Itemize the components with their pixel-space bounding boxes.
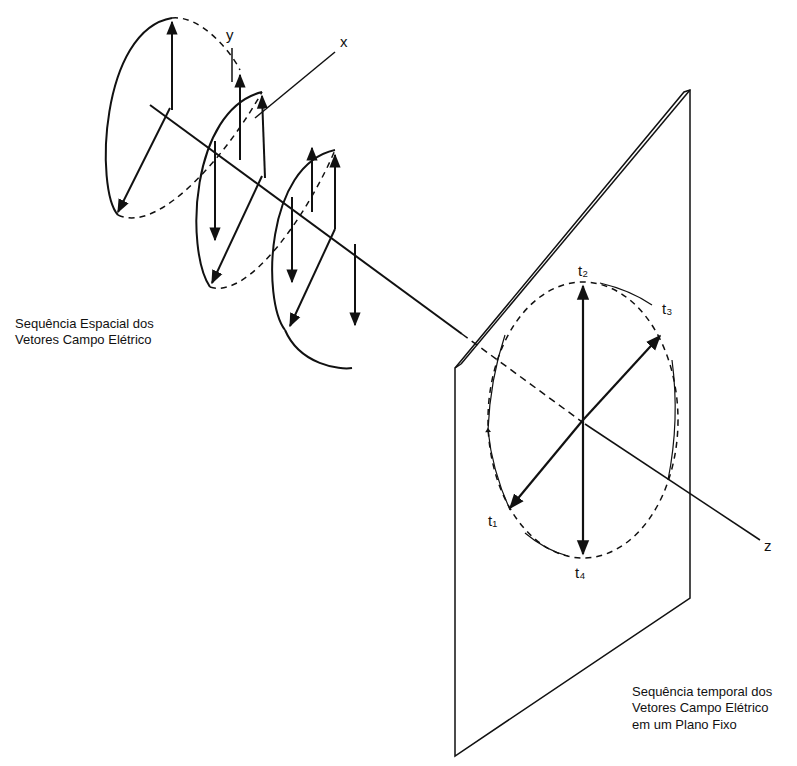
axis-hidden: [462, 334, 585, 424]
field-vector: [334, 155, 336, 229]
axis-label: z: [764, 537, 772, 556]
fixed-plane: [455, 90, 690, 756]
field-vector: [290, 229, 335, 326]
axis-label: x: [340, 33, 348, 52]
axis-line: [585, 424, 760, 540]
field-vector: [354, 244, 356, 325]
field-vector: [311, 148, 313, 212]
field-vector: [171, 22, 173, 110]
time-label: t₃: [662, 300, 672, 319]
caption-note: Sequência temporal dos Vetores Campo Elé…: [632, 684, 790, 733]
helix-arc: [272, 150, 335, 330]
helix-arc: [196, 92, 262, 287]
helix-arc: [285, 330, 352, 368]
helix-arc: [106, 18, 172, 215]
field-vector: [212, 176, 262, 283]
time-label: t₄: [575, 564, 585, 583]
rotation-circle: [488, 282, 678, 558]
field-vector-t3: [583, 336, 660, 420]
field-vector: [239, 75, 241, 160]
field-vector: [262, 96, 265, 178]
rotation-arrow: [668, 360, 675, 480]
caption-note: Sequência Espacial dos Vetores Campo Elé…: [15, 316, 165, 349]
field-vector-t1: [510, 420, 583, 508]
time-label: t₁: [488, 512, 497, 531]
axis-label: y: [226, 26, 234, 45]
rotation-arrow: [525, 533, 568, 556]
rotation-arrow: [600, 283, 652, 305]
rotation-arrow: [488, 335, 510, 510]
time-label: t₂: [578, 262, 588, 281]
field-vector: [214, 141, 216, 240]
y-axis: [231, 48, 233, 82]
field-vector-t4: [582, 420, 584, 554]
x-axis: [255, 52, 335, 118]
field-vector: [118, 108, 170, 212]
helix-arc-hidden: [172, 18, 240, 70]
field-vector-t2: [582, 286, 584, 420]
field-vector: [291, 197, 293, 282]
